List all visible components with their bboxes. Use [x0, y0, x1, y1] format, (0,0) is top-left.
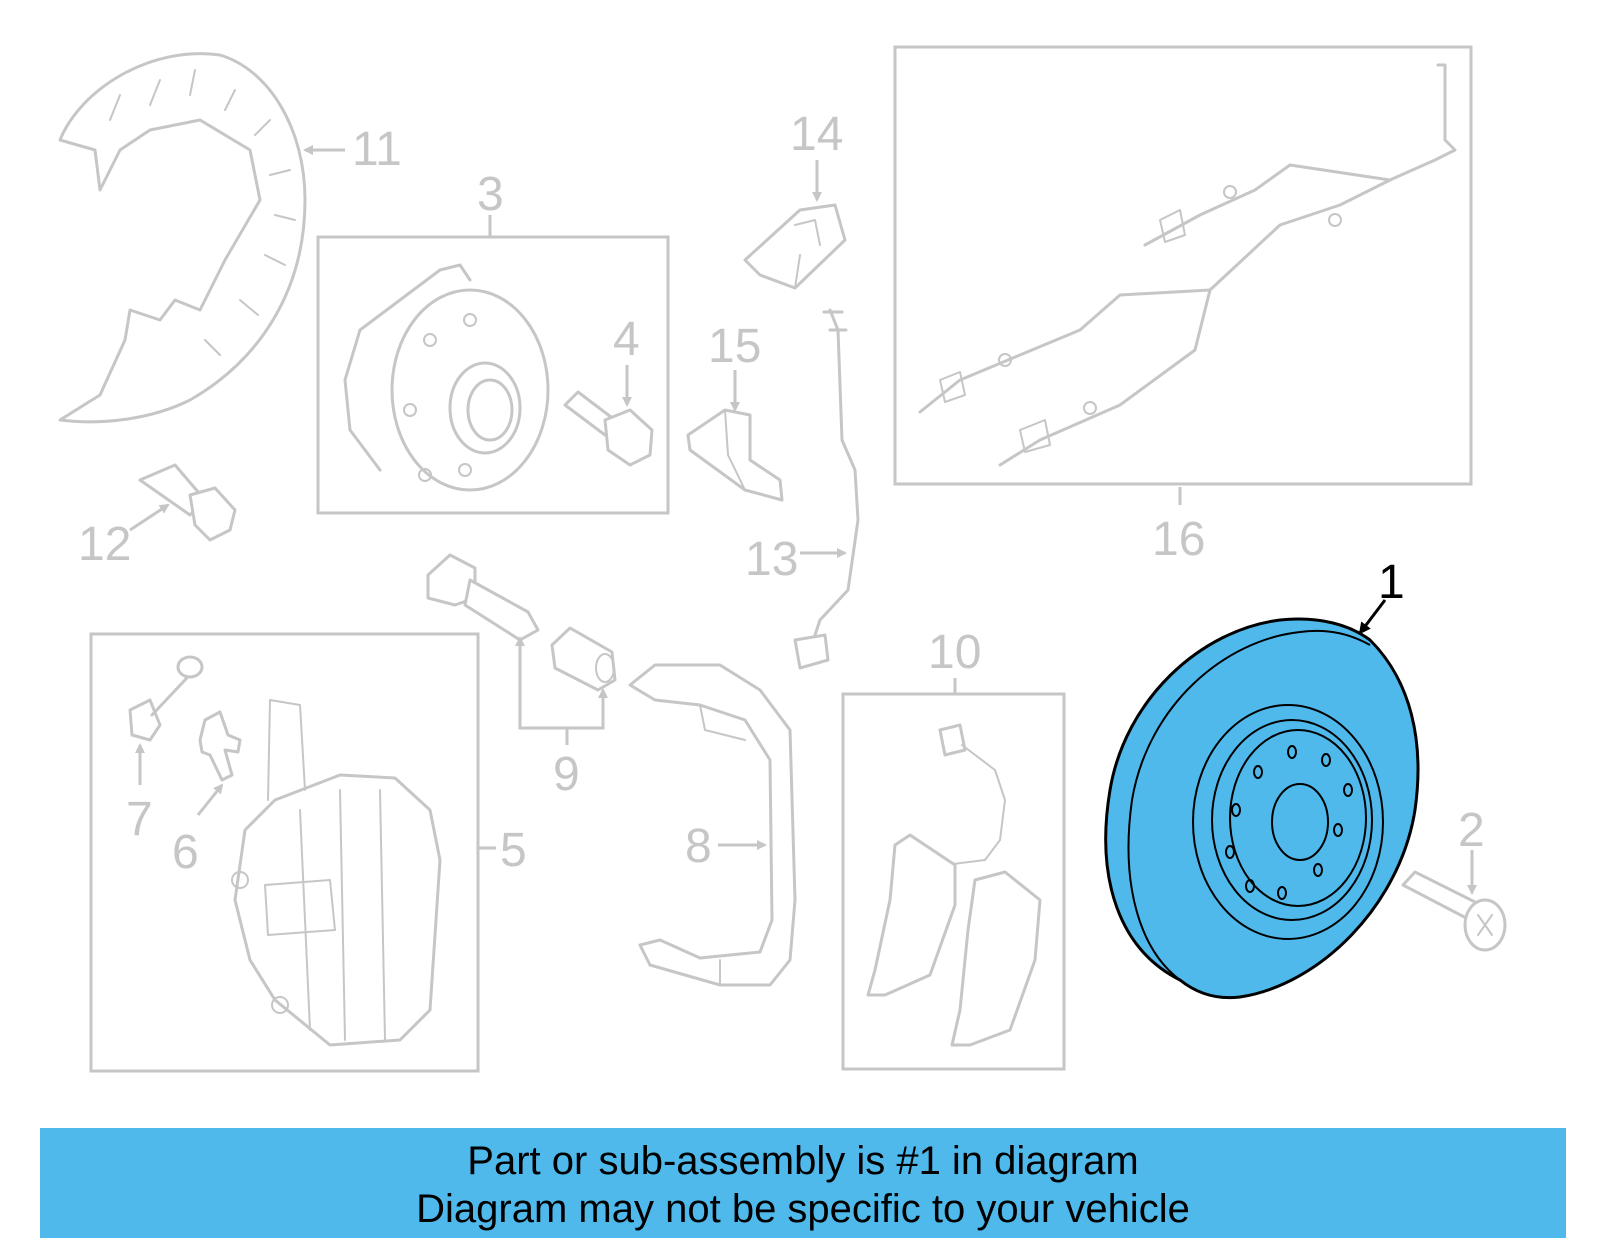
svg-text:13: 13 — [745, 533, 798, 586]
banner-line-disclaimer: Diagram may not be specific to your vehi… — [416, 1187, 1190, 1231]
banner-line-part: Part or sub-assembly is #1 in diagram — [467, 1139, 1139, 1183]
callout-2: 2 — [1458, 804, 1485, 895]
callout-7: 7 — [126, 743, 153, 846]
part-3-box — [316, 235, 670, 515]
part-10-brake-pads — [866, 723, 1042, 1047]
part-8-caliper-bracket — [628, 663, 797, 987]
svg-text:16: 16 — [1152, 513, 1205, 566]
part-14-clip — [743, 203, 847, 290]
part-1-brake-rotor[interactable] — [1104, 617, 1420, 1000]
part-5-box — [89, 632, 480, 1073]
svg-text:5: 5 — [500, 824, 527, 877]
svg-text:15: 15 — [708, 320, 761, 373]
callout-13: 13 — [745, 533, 847, 586]
part-12-bolt — [138, 463, 237, 542]
svg-text:4: 4 — [613, 313, 640, 366]
part-7-bleeder-cap — [128, 655, 204, 742]
callout-5: 5 — [478, 824, 527, 877]
part-4-hub-bolt — [563, 390, 654, 467]
svg-text:10: 10 — [928, 626, 981, 679]
part-11-dust-shield — [58, 52, 307, 424]
svg-text:11: 11 — [352, 123, 402, 176]
callout-14: 14 — [790, 108, 843, 202]
part-16-sensor-harness — [918, 63, 1457, 467]
svg-text:14: 14 — [790, 108, 843, 161]
part-16-box — [893, 45, 1473, 486]
svg-text:9: 9 — [553, 748, 580, 801]
callout-3: 3 — [477, 168, 504, 237]
svg-text:1: 1 — [1378, 556, 1405, 609]
callout-1: 1 — [1358, 556, 1405, 635]
part-5-caliper — [231, 699, 442, 1047]
part-2-rotor-screw — [1401, 870, 1507, 952]
info-banner: Part or sub-assembly is #1 in diagram Di… — [40, 1128, 1566, 1238]
part-3-hub-assembly — [343, 263, 550, 492]
callout-9: 9 — [515, 636, 608, 801]
svg-text:8: 8 — [685, 820, 712, 873]
callout-10: 10 — [928, 626, 981, 694]
callout-11: 11 — [303, 123, 402, 176]
svg-text:12: 12 — [78, 518, 131, 571]
part-15-bracket — [686, 408, 784, 502]
callout-12: 12 — [78, 503, 170, 571]
callout-6: 6 — [172, 783, 224, 879]
svg-text:6: 6 — [172, 826, 199, 879]
part-13-brake-hose — [793, 308, 860, 670]
svg-text:2: 2 — [1458, 804, 1485, 857]
callout-4: 4 — [613, 313, 640, 407]
svg-text:3: 3 — [477, 168, 504, 221]
part-9-guide-pin — [426, 553, 617, 692]
callout-16: 16 — [1152, 487, 1205, 566]
part-6-bleeder-screw — [198, 710, 242, 782]
callout-15: 15 — [708, 320, 761, 412]
svg-text:7: 7 — [126, 793, 153, 846]
callout-8: 8 — [685, 820, 767, 873]
